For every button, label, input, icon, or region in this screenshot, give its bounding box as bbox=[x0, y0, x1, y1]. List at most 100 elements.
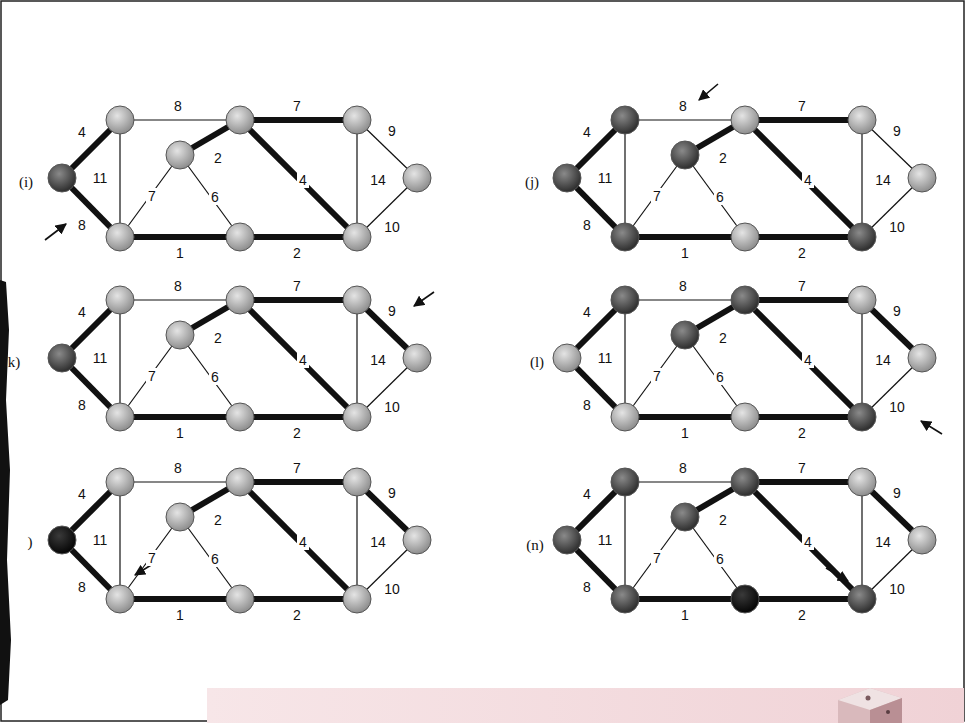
graph-edge bbox=[685, 155, 745, 237]
graph-vertex bbox=[671, 321, 699, 349]
graph-edge bbox=[356, 300, 357, 417]
graph-edge bbox=[240, 414, 357, 420]
edge-weight: 2 bbox=[212, 512, 224, 528]
scan-edge bbox=[0, 280, 11, 705]
graph-vertex bbox=[226, 403, 254, 431]
graph-edge bbox=[625, 155, 685, 237]
edge-weight: 8 bbox=[677, 460, 689, 476]
panel-label: (n) bbox=[524, 537, 546, 554]
graph-edge bbox=[745, 482, 862, 599]
graph-edge bbox=[356, 482, 357, 599]
edge-weight: 9 bbox=[386, 485, 398, 501]
graph-vertex bbox=[611, 106, 639, 134]
graph-vertex bbox=[848, 585, 876, 613]
graph-vertex bbox=[611, 403, 639, 431]
graph-edge bbox=[745, 596, 862, 602]
graph-vertex bbox=[48, 526, 76, 554]
edge-weight: 14 bbox=[873, 352, 893, 368]
edge-weight: 8 bbox=[172, 98, 184, 114]
graph-vertex bbox=[343, 585, 371, 613]
graph-edge bbox=[180, 155, 240, 237]
edge-weight: 2 bbox=[291, 425, 303, 441]
edge-weight: 7 bbox=[796, 460, 808, 476]
panel-label: (i) bbox=[17, 174, 35, 191]
graph-panel bbox=[48, 286, 434, 431]
edge-weight: 7 bbox=[651, 550, 663, 566]
edge-weight: 4 bbox=[297, 172, 309, 188]
graph-edge bbox=[625, 119, 745, 120]
graph-vertex bbox=[611, 223, 639, 251]
graph-edge bbox=[120, 517, 180, 599]
graph-edge bbox=[685, 517, 745, 599]
graph-vertex bbox=[343, 106, 371, 134]
graph-vertex bbox=[848, 468, 876, 496]
pointer-arrow bbox=[45, 224, 66, 240]
graph-vertex bbox=[226, 106, 254, 134]
graph-edge bbox=[120, 414, 240, 420]
graph-vertex bbox=[166, 503, 194, 531]
graph-vertex bbox=[611, 286, 639, 314]
edge-weight: 14 bbox=[368, 352, 388, 368]
graph-edge bbox=[180, 335, 240, 417]
edge-weight: 8 bbox=[76, 217, 88, 233]
edge-weight: 11 bbox=[91, 350, 110, 366]
edge-weight: 14 bbox=[873, 172, 893, 188]
graph-vertex bbox=[553, 344, 581, 372]
edge-weight: 8 bbox=[581, 579, 593, 595]
edge-weight: 10 bbox=[382, 219, 402, 235]
edge-weight: 8 bbox=[581, 217, 593, 233]
edge-weight: 10 bbox=[887, 399, 907, 415]
dice-image bbox=[838, 688, 902, 723]
edge-weight: 9 bbox=[386, 303, 398, 319]
edge-weight: 4 bbox=[581, 304, 593, 320]
edge-weight: 7 bbox=[651, 188, 663, 204]
pointer-arrow bbox=[414, 292, 434, 306]
graph-vertex bbox=[166, 321, 194, 349]
graph-edge bbox=[861, 482, 862, 599]
graph-vertex bbox=[908, 526, 936, 554]
graph-edge bbox=[240, 117, 357, 123]
graph-edge bbox=[240, 596, 357, 602]
graph-edge bbox=[120, 481, 240, 482]
graph-vertex bbox=[106, 585, 134, 613]
edge-weight: 6 bbox=[209, 189, 221, 205]
edge-weight: 8 bbox=[677, 98, 689, 114]
graph-vertex bbox=[48, 344, 76, 372]
graph-vertex bbox=[226, 286, 254, 314]
graph-panel bbox=[45, 106, 431, 251]
graph-vertex bbox=[848, 403, 876, 431]
graph-vertex bbox=[106, 468, 134, 496]
graph-vertex bbox=[226, 223, 254, 251]
edge-weight: 2 bbox=[717, 150, 729, 166]
edge-weight: 4 bbox=[297, 534, 309, 550]
edge-weight: 2 bbox=[291, 607, 303, 623]
edge-weight: 4 bbox=[581, 124, 593, 140]
graph-edge bbox=[685, 335, 745, 417]
edge-weight: 7 bbox=[796, 98, 808, 114]
graph-edge bbox=[625, 517, 685, 599]
edge-weight: 11 bbox=[596, 532, 615, 548]
graph-edge bbox=[745, 117, 862, 123]
graph-edge bbox=[119, 120, 120, 237]
edge-weight: 11 bbox=[91, 532, 110, 548]
graph-edge bbox=[240, 234, 357, 240]
graph-edge bbox=[745, 300, 862, 417]
graph-vertex bbox=[731, 585, 759, 613]
edge-weight: 10 bbox=[887, 219, 907, 235]
graph-edge bbox=[745, 120, 862, 237]
edge-weight: 4 bbox=[802, 352, 814, 368]
graph-vertex bbox=[848, 106, 876, 134]
edge-weight: 7 bbox=[796, 278, 808, 294]
graph-edge bbox=[745, 297, 862, 303]
graph-vertex bbox=[731, 468, 759, 496]
graph-vertex bbox=[611, 585, 639, 613]
graph-edge bbox=[745, 479, 862, 485]
edge-weight: 10 bbox=[382, 399, 402, 415]
edge-weight: 14 bbox=[368, 534, 388, 550]
graph-panel bbox=[553, 84, 936, 251]
graph-edge bbox=[625, 234, 745, 240]
edge-weight: 2 bbox=[796, 245, 808, 261]
edge-weight: 7 bbox=[291, 460, 303, 476]
